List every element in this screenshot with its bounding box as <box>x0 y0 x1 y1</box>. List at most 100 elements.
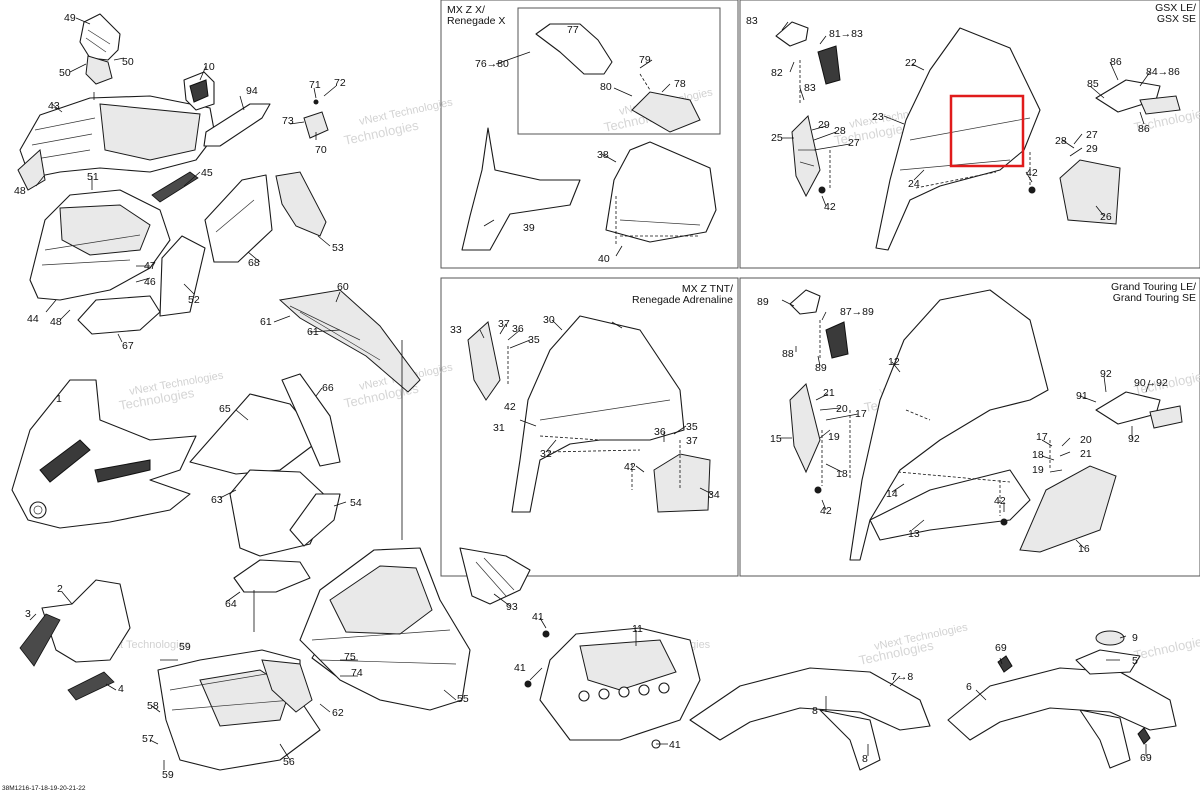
callout-15: 15 <box>770 433 782 445</box>
part-62-bracket <box>261 659 313 713</box>
callout-41c: 41 <box>669 739 681 751</box>
part-4-grille <box>67 671 115 701</box>
part-22-windshield <box>875 27 1041 251</box>
panel-title-gsx-1: GSX LE/ <box>1155 2 1196 14</box>
callout-79: 79 <box>639 54 651 66</box>
callout-24: 24 <box>908 178 920 190</box>
part-50-vent-lower <box>85 55 113 85</box>
callout-22: 22 <box>905 57 917 69</box>
callout-55: 55 <box>457 693 469 705</box>
part-3-grille <box>19 613 61 667</box>
callout-4: 4 <box>118 683 124 695</box>
part-68-panel <box>204 174 273 263</box>
callout-18a: 18 <box>836 468 848 480</box>
callout-92b: 92 <box>1128 433 1140 445</box>
callout-17a: 17 <box>855 408 867 420</box>
callout-51: 51 <box>87 171 99 183</box>
callout-29b: 29 <box>1086 143 1098 155</box>
callout-23: 23 <box>872 111 884 123</box>
part-89-mirror <box>789 289 849 359</box>
callout-58: 58 <box>147 700 159 712</box>
part-11-front-fascia <box>539 627 701 741</box>
part-49-vent <box>79 13 121 61</box>
callout-93: 93 <box>506 601 518 613</box>
part-33-bracket <box>467 321 501 401</box>
panel-frame-gsx <box>739 0 1200 269</box>
part-42-fasteners-gsx <box>818 186 1036 194</box>
callout-81: 81→83 <box>829 28 863 40</box>
part-34-panel <box>653 453 711 513</box>
callout-46: 46 <box>144 276 156 288</box>
callout-69b: 69 <box>1140 752 1152 764</box>
callout-89b: 89 <box>815 362 827 374</box>
callout-6: 6 <box>966 681 972 693</box>
part-5-9-plate <box>1075 630 1141 675</box>
callout-75: 75 <box>344 651 356 663</box>
part-94-strip <box>203 103 271 147</box>
callout-72: 72 <box>334 77 346 89</box>
callout-61a: 61 <box>260 316 272 328</box>
part-1-side-panel <box>11 379 197 529</box>
callout-2: 2 <box>57 583 63 595</box>
callout-42b: 42 <box>1026 167 1038 179</box>
callout-87: 87→89 <box>840 306 874 318</box>
part-30-31-windshield <box>511 315 685 513</box>
callout-94: 94 <box>246 85 258 97</box>
callout-31: 31 <box>493 422 505 434</box>
leader-lines <box>29 17 1151 770</box>
callout-36a: 36 <box>512 323 524 335</box>
part-54-panel <box>289 493 341 547</box>
callout-85: 85 <box>1087 78 1099 90</box>
callout-7: 7→8 <box>891 671 913 683</box>
callout-84: 84→86 <box>1146 66 1180 78</box>
callout-20a: 20 <box>836 403 848 415</box>
part-64-panel <box>233 559 311 593</box>
panel-title-gt-1: Grand Touring LE/ <box>1111 281 1196 293</box>
part-48-side <box>17 149 46 191</box>
panel-title-mxz-tnt-2: Renegade Adrenaline <box>632 294 733 306</box>
panel-frame-mxz-x-inset <box>517 7 721 135</box>
callout-16: 16 <box>1078 543 1090 555</box>
callout-28b: 28 <box>1055 135 1067 147</box>
part-53-panel <box>275 171 327 237</box>
callout-32: 32 <box>540 448 552 460</box>
callout-91: 91 <box>1076 390 1088 402</box>
part-60-61-trim <box>278 289 421 393</box>
callout-36b: 36 <box>654 426 666 438</box>
callout-10: 10 <box>203 61 215 73</box>
callout-57: 57 <box>142 733 154 745</box>
callout-labels: 49 50 50 43 48 51 45 10 94 71 72 73 70 4… <box>14 12 1180 781</box>
callout-17b: 17 <box>1036 431 1048 443</box>
callout-92a: 92 <box>1100 368 1112 380</box>
callout-37a: 37 <box>498 318 510 330</box>
callout-30: 30 <box>543 314 555 326</box>
callout-76: 76→80 <box>475 58 509 70</box>
callout-21a: 21 <box>823 387 835 399</box>
callout-1: 1 <box>56 393 62 405</box>
callout-52: 52 <box>188 294 200 306</box>
part-12-13-windshield <box>849 289 1049 561</box>
part-55-front-nose <box>299 547 471 711</box>
callout-8a: 8 <box>812 705 818 717</box>
callout-21b: 21 <box>1080 448 1092 460</box>
callout-83b: 83 <box>804 82 816 94</box>
part-77-78-handguard <box>535 23 701 133</box>
callout-88: 88 <box>782 348 794 360</box>
callout-65: 65 <box>219 403 231 415</box>
part-15-bracket <box>789 383 821 474</box>
callout-40: 40 <box>598 253 610 265</box>
panel-title-mxz-x-1: MX Z X/ <box>447 4 485 16</box>
callout-68: 68 <box>248 257 260 269</box>
callout-64: 64 <box>225 598 237 610</box>
part-66-panel <box>281 373 341 467</box>
svg-text:Technologies: Technologies <box>1133 632 1200 663</box>
callout-34: 34 <box>708 489 720 501</box>
callout-8b: 8 <box>862 753 868 765</box>
callout-83a: 83 <box>746 15 758 27</box>
part-43-hood-upper <box>19 95 216 179</box>
callout-50a: 50 <box>122 56 134 68</box>
callout-67: 67 <box>122 340 134 352</box>
callout-12: 12 <box>888 356 900 368</box>
callout-60: 60 <box>337 281 349 293</box>
